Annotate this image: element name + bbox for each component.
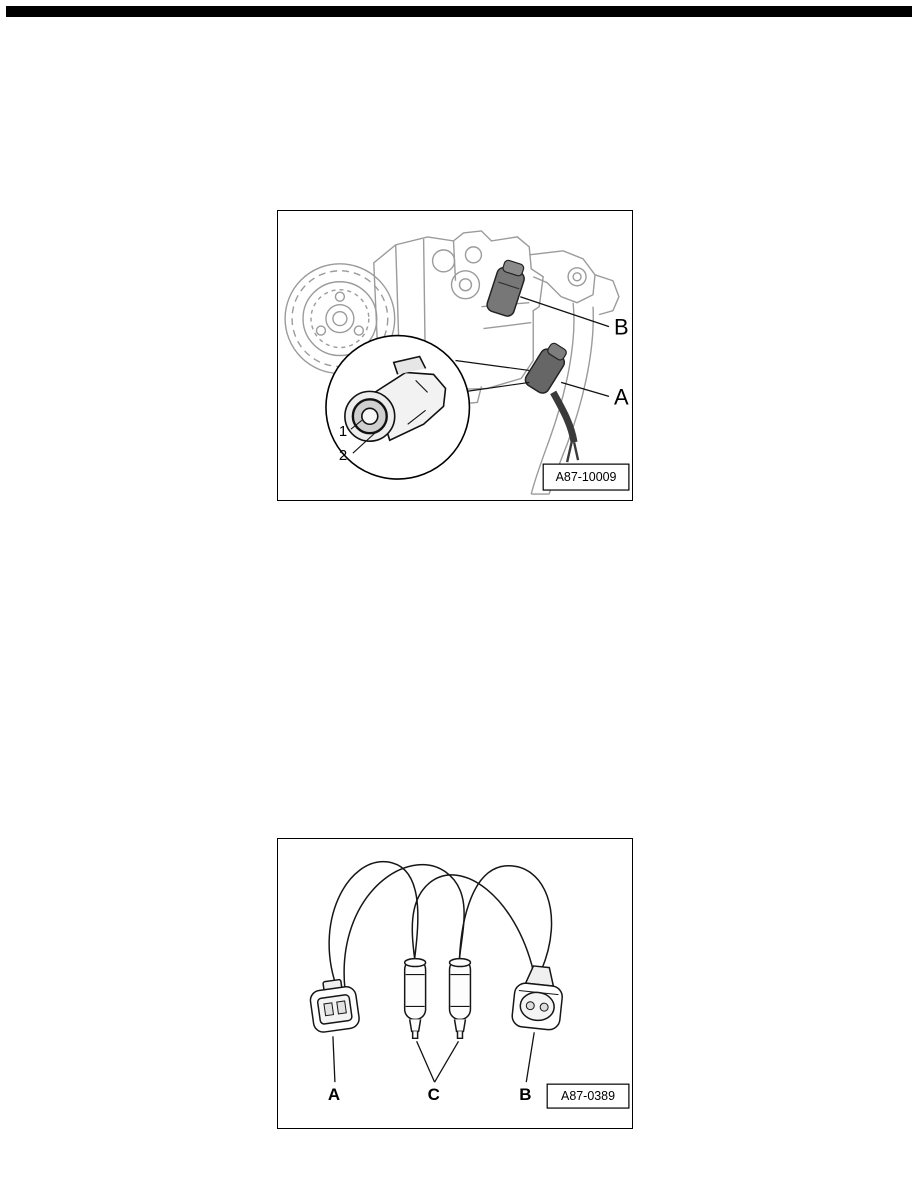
inline-components bbox=[403, 957, 472, 1040]
harness-connector-b bbox=[511, 965, 563, 1031]
label-c: C bbox=[428, 1085, 440, 1104]
image-id-box: A87-0389 bbox=[546, 1083, 630, 1109]
detail-callout: 1 2 bbox=[325, 334, 530, 480]
label-a: A bbox=[614, 384, 629, 409]
image-id-box: A87-10009 bbox=[542, 463, 630, 491]
label-b: B bbox=[519, 1085, 531, 1104]
connector-detail-art bbox=[344, 355, 447, 443]
figure-adapter-harness: A C B A87-0389 bbox=[277, 838, 633, 1129]
image-id-text: A87-10009 bbox=[556, 470, 617, 484]
label-a: A bbox=[328, 1085, 340, 1104]
label-b: B bbox=[614, 315, 629, 340]
label-item-1: 1 bbox=[339, 423, 347, 440]
connector-b-plug bbox=[486, 259, 525, 317]
figure1-leader-lines bbox=[520, 296, 610, 397]
page-top-rule bbox=[6, 6, 912, 17]
figure-compressor-connectors: B A 1 2 bbox=[277, 210, 633, 501]
harness-diagram-svg: A C B A87-0389 bbox=[309, 861, 630, 1109]
connector-a-plug bbox=[524, 342, 580, 463]
compressor-diagram-svg: B A 1 2 bbox=[284, 230, 630, 495]
figure2-leader-lines bbox=[332, 1032, 535, 1083]
image-id-text: A87-0389 bbox=[561, 1089, 615, 1103]
harness-wires bbox=[328, 861, 553, 991]
label-item-2: 2 bbox=[339, 447, 347, 464]
harness-connector-a bbox=[309, 978, 360, 1033]
